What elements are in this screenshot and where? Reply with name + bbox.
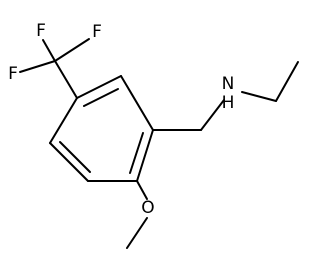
oxygen-label: O xyxy=(141,198,154,218)
ring-double-bond-top xyxy=(83,88,119,107)
ring-double-bond-left xyxy=(59,141,91,173)
benzene-ring xyxy=(49,75,154,182)
bond-ch2-to-n xyxy=(200,99,225,131)
nitrogen-label: N xyxy=(222,74,235,94)
ring-double-bond-right xyxy=(129,132,144,174)
methoxy-group: O xyxy=(126,180,155,249)
fluorine-right-label: F xyxy=(92,22,102,42)
ring-bond-bottom-left xyxy=(49,142,89,182)
bond-ring-to-cf3 xyxy=(54,60,78,99)
ethylaminomethyl-chain: N H xyxy=(152,61,299,131)
trifluoromethyl-group: F F F xyxy=(8,21,102,99)
bond-c-to-f-top xyxy=(42,39,56,62)
bond-o-to-ch3 xyxy=(126,217,148,249)
bond-n-to-ch2-ethyl xyxy=(241,91,277,102)
hydrogen-label: H xyxy=(222,93,235,113)
bond-c-to-f-left xyxy=(19,60,56,73)
molecule-structure: F F F N H O xyxy=(8,21,299,249)
ring-bond-top-left xyxy=(76,75,122,99)
bond-c-to-f-right xyxy=(54,38,90,62)
bond-ethyl-ch2-to-ch3 xyxy=(275,61,299,102)
bond-ring-to-o xyxy=(136,180,148,200)
fluorine-top-label: F xyxy=(36,21,46,41)
fluorine-left-label: F xyxy=(8,64,18,84)
ring-bond-top-right xyxy=(120,75,154,131)
ring-bond-right xyxy=(136,129,154,182)
ring-bond-left xyxy=(49,97,78,144)
